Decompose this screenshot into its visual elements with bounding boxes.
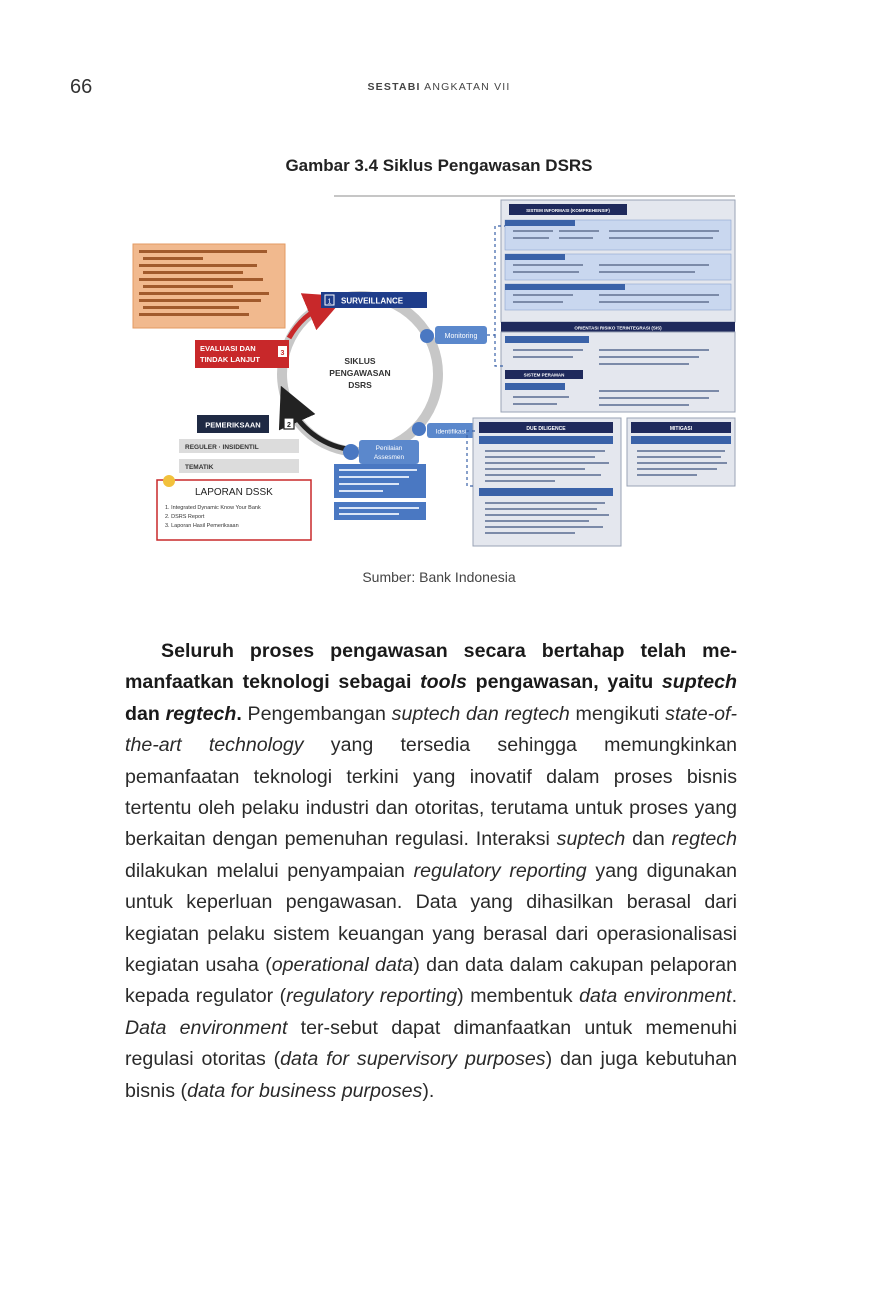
svg-text:REGULER · INSIDENTIL: REGULER · INSIDENTIL <box>185 444 259 451</box>
svg-text:3. Laporan Hasil Pemeriksaan: 3. Laporan Hasil Pemeriksaan <box>165 523 239 529</box>
pemeriksaan-box <box>197 415 269 433</box>
surveillance-text: SURVEILLANCE <box>341 297 404 306</box>
svg-text:Assesmen: Assesmen <box>374 454 405 461</box>
svg-text:ORIENTASI RISIKO TERINTEGRASI: ORIENTASI RISIKO TERINTEGRASI (SIS) <box>574 326 662 331</box>
figure-source: Sumber: Bank Indonesia <box>362 569 516 585</box>
svg-text:SISTEM INFORMASI (KOMPREHENSIF: SISTEM INFORMASI (KOMPREHENSIF) <box>526 208 610 213</box>
svg-text:DUE DILIGENCE: DUE DILIGENCE <box>526 426 566 432</box>
svg-text:LAPORAN DSSK: LAPORAN DSSK <box>195 487 273 498</box>
svg-text:Identifikasi: Identifikasi <box>436 429 467 436</box>
body-paragraph: Seluruh proses pengawasan secara bertaha… <box>125 640 738 1102</box>
pill-identifikasi: Identifikasi <box>412 422 475 438</box>
pill-monitoring: Monitoring <box>420 326 487 344</box>
surveillance-label <box>321 292 427 308</box>
svg-text:Monitoring: Monitoring <box>445 333 478 340</box>
cycle-title-3: DSRS <box>348 380 372 390</box>
cycle-title-2: PENGAWASAN <box>329 368 390 378</box>
dsrs-cycle-figure: SIKLUS PENGAWASAN DSRS 1 SURVEILLANCE EV… <box>129 186 737 550</box>
svg-text:2: 2 <box>287 422 291 429</box>
blue-note-2 <box>334 502 426 520</box>
svg-text:3: 3 <box>281 350 285 357</box>
svg-text:1: 1 <box>328 299 332 306</box>
running-head-rest: ANGKATAN VII <box>420 81 511 93</box>
svg-text:Penilaian: Penilaian <box>376 445 403 452</box>
pill-penilaian: Penilaian Assesmen <box>343 440 419 464</box>
running-head: SESTABI ANGKATAN VII <box>0 81 878 93</box>
svg-text:2. DSRS Report: 2. DSRS Report <box>165 514 205 520</box>
svg-text:TINDAK LANJUT: TINDAK LANJUT <box>200 355 260 364</box>
svg-text:SISTEM PERAMAN: SISTEM PERAMAN <box>524 373 565 378</box>
svg-text:EVALUASI DAN: EVALUASI DAN <box>200 344 256 353</box>
running-head-bold: SESTABI <box>367 81 421 93</box>
laporan-box <box>156 479 312 541</box>
cycle-title-1: SIKLUS <box>344 356 376 366</box>
right-header-bar <box>501 322 735 332</box>
svg-text:PEMERIKSAAN: PEMERIKSAAN <box>205 421 260 430</box>
figure-caption: Gambar 3.4 Siklus Pengawasan DSRS <box>285 156 593 175</box>
evaluasi-label <box>195 340 289 368</box>
svg-text:TEMATIK: TEMATIK <box>185 464 214 471</box>
svg-text:MITIGASI: MITIGASI <box>670 426 693 432</box>
svg-text:1. Integrated Dynamic Know Yo: 1. Integrated Dynamic Know Your Bank <box>165 505 261 511</box>
page-number: 66 <box>70 76 93 98</box>
